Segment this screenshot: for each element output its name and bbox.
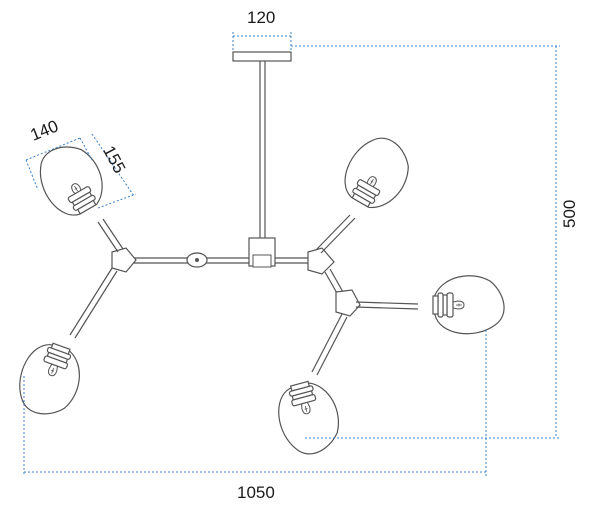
pendant-shade-icon [278,380,339,455]
canopy-width-label: 120 [247,8,276,27]
dimension-shade-width [25,137,93,191]
pendant-shade-icon [39,146,103,216]
pendant-shade-icon [19,341,80,415]
pendant-shade-icon [344,137,409,209]
dimension-overall-width [23,330,487,476]
left-joint [111,247,137,273]
overall-width-label: 1050 [237,483,275,502]
dimension-overall-height [291,45,560,439]
main-bar [128,237,322,268]
right-joint-upper [307,247,335,275]
arm-lower-right [311,313,348,376]
ceiling-canopy [232,51,292,62]
arm-upper-right [315,214,356,254]
downrod [259,61,266,238]
dimension-shade-height [91,133,137,209]
arm-right [355,301,419,310]
dimension-canopy-width [232,32,292,52]
arm-upper-left [97,218,124,253]
overall-height-label: 500 [560,199,579,228]
arm-mid-right [324,268,344,296]
right-joint-lower [335,289,361,317]
arm-lower-left [69,267,118,339]
pendant-shade-icon [432,275,505,335]
